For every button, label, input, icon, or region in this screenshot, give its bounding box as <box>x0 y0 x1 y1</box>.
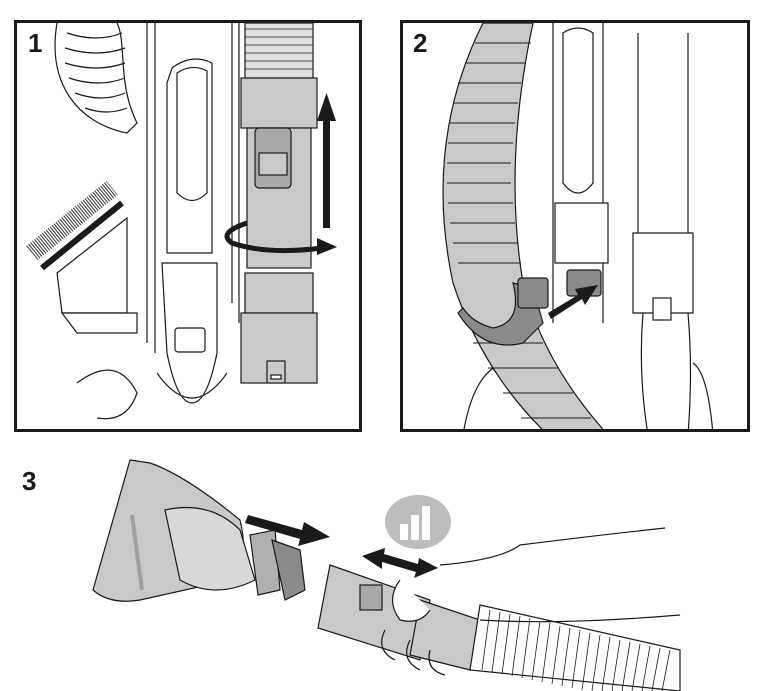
arrow-up-icon <box>317 93 336 228</box>
step-1-illustration <box>26 23 337 420</box>
hose-coil <box>54 23 138 134</box>
hose-clip <box>457 277 549 346</box>
turbo-tool <box>92 459 306 602</box>
step-number-3: 3 <box>22 466 37 496</box>
rotate-arrow-icon <box>224 220 337 255</box>
signal-bars-icon <box>385 495 451 549</box>
step-2-illustration <box>442 23 714 429</box>
arrow-right-icon <box>245 515 330 546</box>
step-number-2: 2 <box>413 28 428 58</box>
arrow-diagonal-icon <box>548 285 598 319</box>
double-arrow-icon <box>362 548 438 578</box>
wand-and-hose <box>317 527 681 691</box>
dusting-brush <box>26 181 138 334</box>
step-number-1: 1 <box>28 28 43 58</box>
step-2-panel <box>400 20 750 432</box>
step-1-panel <box>14 20 362 432</box>
wand-upper <box>240 23 318 384</box>
